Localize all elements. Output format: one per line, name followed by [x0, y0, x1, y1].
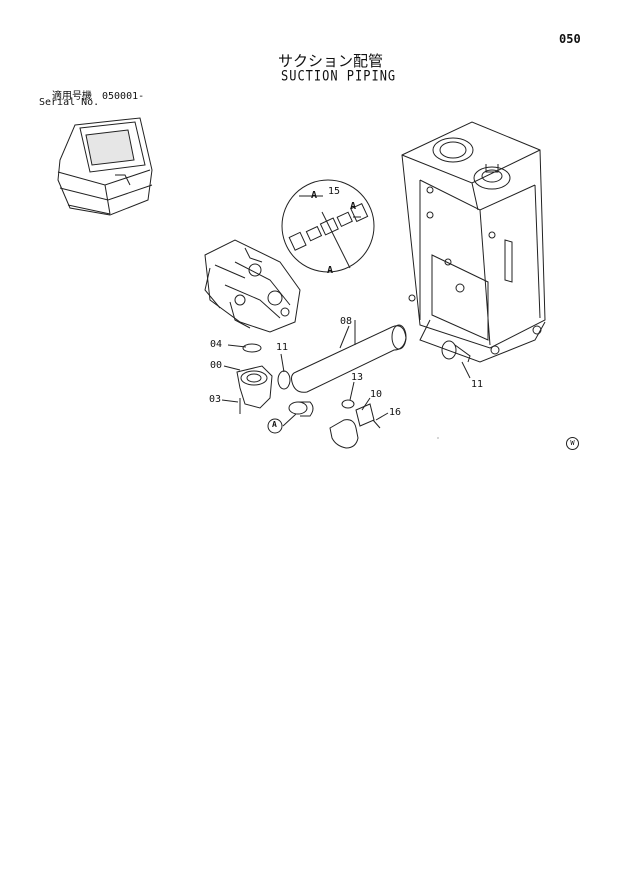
callout-10: 10: [370, 389, 383, 400]
detail-view-circle: [281, 179, 375, 273]
serial-row: 適用号機 050001-: [52, 87, 144, 102]
callout-A-detail-bottom: A: [327, 265, 334, 276]
callout-04: 04: [210, 339, 223, 350]
elbow-fitting: [236, 343, 273, 410]
section-A-marker: [267, 418, 283, 434]
hydraulic-tank: [401, 121, 546, 363]
leader-lines: [221, 325, 471, 427]
callout-11-right: 11: [471, 379, 484, 390]
bent-pipe: [329, 399, 375, 449]
footer-mark: W: [566, 437, 579, 450]
excavator-thumbnail: [57, 117, 153, 216]
callout-A-detail-right: A: [350, 201, 357, 212]
page-number: 050: [559, 32, 581, 46]
hose-clamp: [277, 370, 291, 390]
callout-A-detail-left: A: [311, 190, 318, 201]
page-title-english: SUCTION PIPING: [281, 68, 397, 85]
hydraulic-pump: [204, 239, 301, 333]
callout-13: 13: [351, 372, 364, 383]
suction-hose: [291, 320, 407, 393]
callout-03: 03: [209, 394, 222, 405]
serial-label-japanese: 適用号機: [52, 91, 92, 102]
callout-A-main: A: [272, 420, 277, 429]
callout-08: 08: [340, 316, 353, 327]
hose-clamp-tab: [454, 344, 471, 363]
callout-11-left: 11: [276, 342, 289, 353]
page-title-japanese: サクション配管: [278, 52, 384, 70]
serial-label-english: Serial No.: [39, 97, 100, 108]
serial-value: 050001-: [102, 91, 145, 102]
callout-00: 00: [210, 360, 223, 371]
pipe-coupling: [288, 401, 314, 417]
screw: [372, 419, 381, 429]
callout-16: 16: [389, 407, 402, 418]
hose-clamp: [441, 340, 457, 360]
callout-15: 15: [328, 186, 341, 197]
